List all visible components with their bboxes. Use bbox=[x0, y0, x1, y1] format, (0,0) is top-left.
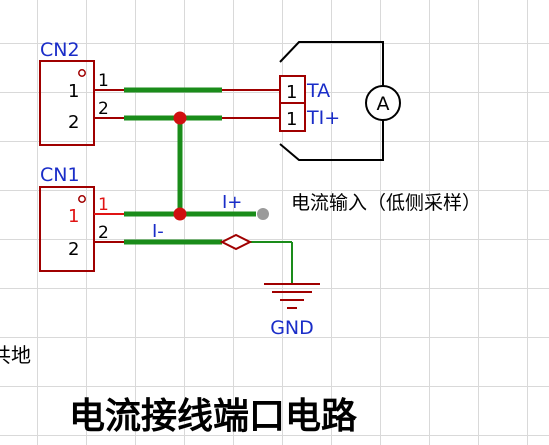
cn2-pin2-number: 2 bbox=[98, 99, 109, 119]
cn1-pin1-inner: 1 bbox=[68, 206, 79, 227]
terminal-ta-label: TA bbox=[306, 80, 330, 102]
net-label-i-minus: I- bbox=[152, 221, 164, 242]
cn2-body bbox=[39, 60, 95, 146]
net-label-i-plus: I+ bbox=[222, 192, 242, 213]
terminal-block[interactable]: 1 1 TA TI+ bbox=[279, 75, 340, 132]
connector-cn1[interactable]: 1 2 1 2 bbox=[39, 186, 124, 272]
cn2-pin1-inner: 1 bbox=[68, 81, 79, 102]
cn2-pin2-inner: 2 bbox=[68, 112, 79, 133]
terminal-ta-box bbox=[279, 75, 306, 104]
terminal-ti-label: TI+ bbox=[306, 107, 340, 129]
probe-dot-icon[interactable] bbox=[257, 208, 269, 220]
cn1-label: CN1 bbox=[40, 164, 80, 186]
terminal-ti-pin: 1 bbox=[286, 109, 297, 130]
ammeter-letter: A bbox=[377, 93, 390, 115]
cn1-pin1-marker bbox=[78, 195, 86, 203]
cn1-pin2-number: 2 bbox=[98, 223, 109, 243]
junction-dot-top bbox=[173, 111, 187, 125]
cn2-pin1-number: 1 bbox=[98, 71, 109, 91]
terminal-ta-pin: 1 bbox=[286, 82, 297, 103]
ammeter-circuit: A bbox=[279, 41, 401, 161]
junction-dot-bottom bbox=[173, 207, 187, 221]
cn2-label: CN2 bbox=[40, 39, 80, 61]
connector-cn2[interactable]: 1 2 1 2 bbox=[39, 60, 124, 146]
input-annotation: 电流输入（低侧采样） bbox=[291, 192, 481, 214]
wires bbox=[124, 87, 293, 284]
cn1-pin2-inner: 2 bbox=[68, 239, 79, 260]
gnd-label: GND bbox=[270, 317, 314, 339]
diamond-icon[interactable] bbox=[219, 233, 253, 251]
ground-icon bbox=[264, 283, 320, 309]
cn2-pin1-marker bbox=[78, 69, 86, 77]
page-title: 电流接线端口电路 bbox=[69, 396, 358, 437]
text-fragment: 共地 bbox=[0, 343, 31, 367]
terminal-ti-box bbox=[279, 102, 306, 132]
circle-a-icon[interactable] bbox=[365, 85, 401, 121]
cn1-body bbox=[39, 186, 95, 272]
cn1-pin1-number: 1 bbox=[98, 195, 109, 215]
